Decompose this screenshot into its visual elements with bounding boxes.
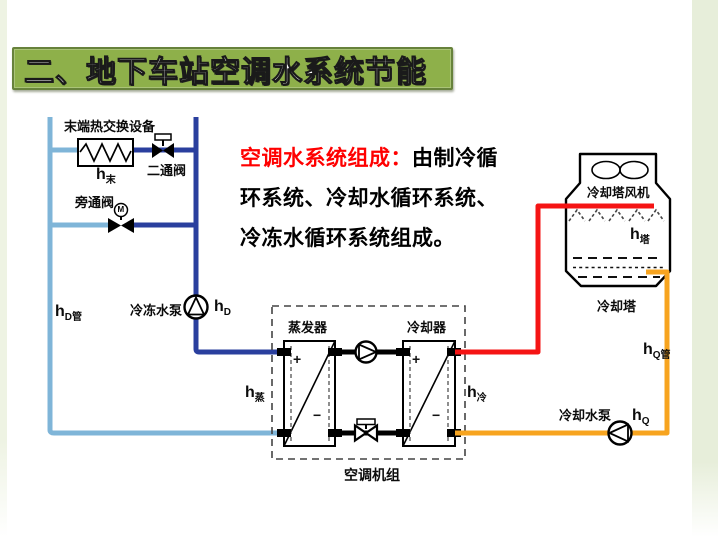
cooling-pump-label: 冷却水泵 — [559, 408, 612, 423]
cooling-tower-symbol — [564, 152, 672, 288]
condenser-minus-sign: − — [432, 407, 441, 423]
two-way-valve-icon — [152, 133, 174, 158]
chilled-water-pump-icon — [183, 294, 209, 320]
refrigerant-pump-icon — [354, 340, 379, 364]
h-evap-label: h蒸 — [245, 384, 265, 405]
cooling-supply-pipe — [455, 203, 654, 355]
h-tower-label: h塔 — [630, 226, 650, 247]
tower-spray-nozzles — [568, 208, 665, 222]
note-highlight: 空调水系统组成： — [240, 147, 412, 170]
condenser-label: 冷却器 — [407, 320, 447, 335]
tower-fan-icon — [591, 160, 649, 180]
tower-label: 冷却塔 — [597, 299, 637, 314]
evaporator-label: 蒸发器 — [288, 320, 328, 335]
h-cond-label: h冷 — [467, 384, 487, 405]
terminal-unit-label: 末端热交换设备 — [64, 119, 156, 134]
note-line3: 冷冻水循环系统组成。 — [240, 227, 455, 250]
slide-right-margin — [692, 0, 718, 537]
two-way-valve-label: 二通阀 — [147, 163, 187, 178]
tower-water-level-lines — [573, 257, 663, 278]
h-q-pipe-label: hQ管 — [643, 341, 671, 362]
bypass-valve-label: 旁通阀 — [75, 195, 115, 210]
slide-left-margin — [0, 0, 7, 537]
ahu-label: 空调机组 — [344, 467, 400, 483]
slide-title-banner: 二、地下车站空调水系统节能 — [12, 47, 453, 90]
evaporator-symbol — [277, 340, 342, 447]
condenser-plus-sign: + — [412, 351, 421, 367]
chilled-return-pipe — [47, 117, 284, 436]
slide-title: 二、地下车站空调水系统节能 — [23, 55, 427, 89]
note-line1-rest: 由制冷循 — [412, 147, 498, 170]
cooling-return-pipe — [455, 269, 670, 436]
ahu-enclosure — [271, 305, 466, 460]
motor-letter: M — [117, 205, 125, 214]
h-q-label: hQ — [632, 407, 650, 428]
composition-note: 空调水系统组成：由制冷循 环系统、冷却水循环系统、 冷冻水循环系统组成。 — [240, 139, 520, 259]
evaporator-plus-sign: + — [293, 351, 302, 367]
condenser-symbol — [396, 340, 461, 447]
chilled-pump-label: 冷冻水泵 — [130, 303, 183, 318]
cooling-water-pump-icon — [607, 420, 633, 446]
expansion-valve-icon — [353, 418, 379, 443]
evaporator-minus-sign: − — [313, 407, 322, 423]
terminal-heat-exchanger-symbol — [77, 138, 134, 167]
tower-fan-label: 冷却塔风机 — [587, 186, 650, 200]
h-d-pipe-label: hD管 — [55, 303, 83, 324]
h-d-label: hD — [214, 298, 232, 319]
note-line2: 环系统、冷却水循环系统、 — [240, 187, 498, 210]
bypass-valve-icon — [108, 202, 134, 233]
h-terminal-label: h末 — [96, 166, 116, 187]
